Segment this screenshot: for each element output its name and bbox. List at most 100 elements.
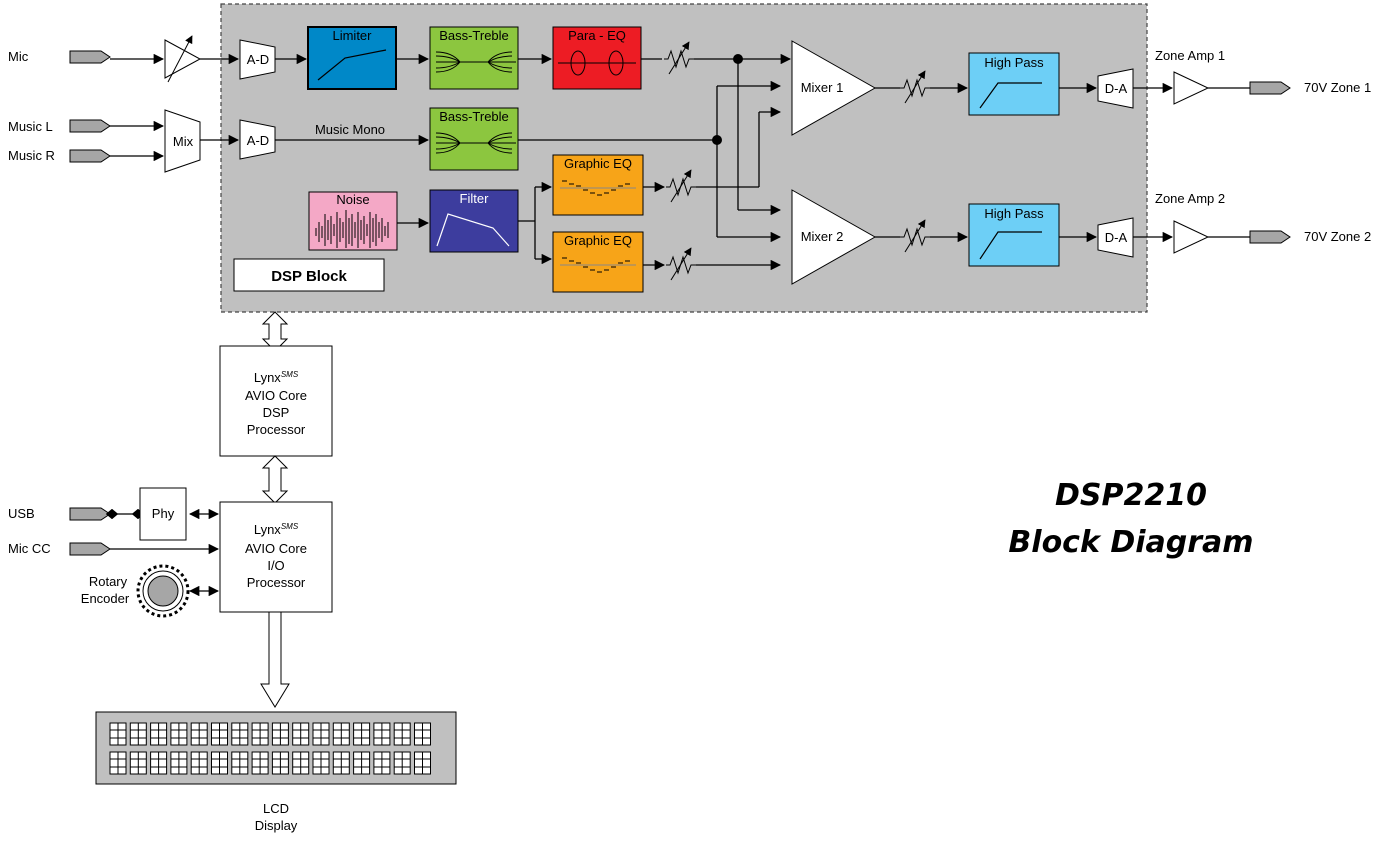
music-l-input: Music L <box>8 119 111 134</box>
lcd-cell <box>170 722 188 746</box>
lcd-label-1: LCD <box>263 801 289 816</box>
lcd-character-cells <box>109 722 431 775</box>
lcd-cell <box>129 722 147 746</box>
filter-block: Filter <box>429 189 519 253</box>
io-proc-line3: I/O <box>267 558 284 573</box>
rotary-encoder-icon <box>136 564 190 618</box>
dac-label: D-A <box>1105 81 1128 96</box>
mic-cc-connector-icon <box>69 542 111 556</box>
lcd-cell <box>332 722 350 746</box>
bass-treble-block-1: Bass-Treble <box>429 26 519 90</box>
zone-1-label: 70V Zone 1 <box>1304 80 1371 95</box>
zone-1-connector-icon <box>1249 81 1291 95</box>
attenuator-mix2 <box>900 219 930 253</box>
lcd-cell <box>353 751 371 775</box>
lcd-cell <box>414 751 431 775</box>
zone-amp-2-label: Zone Amp 2 <box>1155 191 1225 206</box>
lcd-cell <box>353 722 371 746</box>
attenuator-mix1 <box>900 70 930 104</box>
lcd-cell <box>231 751 249 775</box>
zone-2-label: 70V Zone 2 <box>1304 229 1371 244</box>
music-l-label: Music L <box>8 119 53 134</box>
lcd-cell <box>393 722 411 746</box>
phy-label: Phy <box>152 506 175 521</box>
bus-arrow-dsp <box>261 311 289 352</box>
graphic-eq-label: Graphic EQ <box>564 156 632 171</box>
adc-label: A-D <box>247 133 269 148</box>
dac-2: D-A <box>1097 217 1134 258</box>
lcd-cell <box>414 722 431 746</box>
lcd-cell <box>190 722 208 746</box>
lcd-cell <box>271 751 289 775</box>
music-r-label: Music R <box>8 148 55 163</box>
high-pass-label: High Pass <box>984 206 1044 221</box>
mix-block: Mix <box>164 109 201 173</box>
lcd-cell <box>109 751 127 775</box>
usb-label: USB <box>8 506 35 521</box>
music-mono-label: Music Mono <box>315 122 385 137</box>
lcd-cell <box>393 751 411 775</box>
lcd-cell <box>150 751 168 775</box>
lcd-cell <box>373 722 391 746</box>
dsp-processor: LynxSMS AVIO Core DSP Processor <box>219 345 333 457</box>
filter-label: Filter <box>460 191 490 206</box>
limiter-block: Limiter <box>307 26 397 90</box>
dsp-proc-line2: AVIO Core <box>245 388 307 403</box>
para-eq-label: Para - EQ <box>568 28 626 43</box>
lcd-cell <box>190 751 208 775</box>
graphic-eq-block-1: Graphic EQ <box>552 154 644 216</box>
adc-mic: A-D <box>239 39 276 80</box>
dsp-proc-line3: DSP <box>263 405 290 420</box>
attenuator-geq2 <box>666 247 696 281</box>
lcd-cell <box>211 722 228 746</box>
mixer-2-label: Mixer 2 <box>801 229 844 244</box>
io-proc-line4: Processor <box>247 575 306 590</box>
dac-label: D-A <box>1105 230 1128 245</box>
io-processor: LynxSMS AVIO Core I/O Processor <box>219 501 333 613</box>
dsp-block-label: DSP Block <box>233 258 385 292</box>
para-eq-block: Para - EQ <box>552 26 642 90</box>
high-pass-label: High Pass <box>984 55 1044 70</box>
bus-arrow-lcd <box>260 611 290 708</box>
graphic-eq-block-2: Graphic EQ <box>552 231 644 293</box>
high-pass-block-2: High Pass <box>968 203 1060 267</box>
attenuator-geq1 <box>666 169 696 203</box>
usb-connector-icon <box>69 507 111 521</box>
mic-preamp <box>164 35 202 83</box>
bass-treble-block-2: Bass-Treble <box>429 107 519 171</box>
lcd-cell <box>373 751 391 775</box>
mixer-2: Mixer 2 <box>791 189 877 285</box>
zone-2-connector-icon <box>1249 230 1291 244</box>
diagram-title-line2: Block Diagram <box>1008 525 1253 560</box>
zone-amp-1-icon <box>1173 71 1210 105</box>
mixer-1-label: Mixer 1 <box>801 80 844 95</box>
mic-connector-icon <box>69 50 111 64</box>
diagram-title-line1: DSP2210 <box>1055 478 1207 513</box>
phy-block: Phy <box>139 487 187 541</box>
limiter-label: Limiter <box>332 28 372 43</box>
mic-cc-label: Mic CC <box>8 541 51 556</box>
lcd-cell <box>292 751 310 775</box>
bus-arrow-proc <box>261 455 289 504</box>
rotary-label-2: Encoder <box>81 591 130 606</box>
io-proc-line2: AVIO Core <box>245 541 307 556</box>
adc-label: A-D <box>247 52 269 67</box>
lcd-label-2: Display <box>255 818 298 833</box>
bass-treble-label: Bass-Treble <box>439 28 509 43</box>
lcd-cell <box>170 751 188 775</box>
dsp-block-text: DSP Block <box>271 268 347 285</box>
noise-block: Noise <box>308 191 398 251</box>
lcd-display <box>95 711 457 785</box>
lcd-cell <box>292 722 310 746</box>
dsp-proc-line4: Processor <box>247 422 306 437</box>
lcd-cell <box>129 751 147 775</box>
mix-label: Mix <box>173 134 194 149</box>
lcd-cell <box>109 722 127 746</box>
adc-music: A-D <box>239 119 276 160</box>
graphic-eq-label: Graphic EQ <box>564 233 632 248</box>
zone-amp-2-icon <box>1173 220 1210 254</box>
io-proc-line1: LynxSMS <box>254 522 299 537</box>
lcd-cell <box>211 751 228 775</box>
bass-treble-label: Bass-Treble <box>439 109 509 124</box>
